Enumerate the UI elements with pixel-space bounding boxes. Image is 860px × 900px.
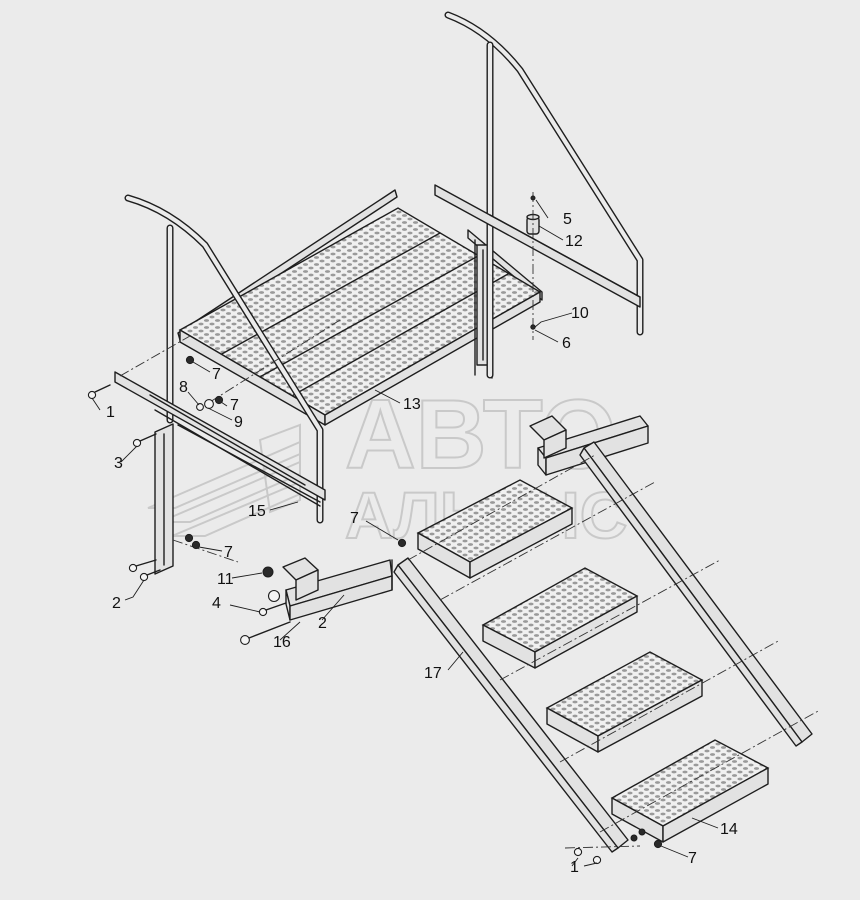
nut-11 [262, 566, 274, 578]
label-15: 15 [248, 503, 266, 520]
label-4: 4 [212, 595, 221, 612]
left-handrail [114, 194, 326, 524]
label-1-bottom: 1 [570, 859, 579, 876]
label-6: 6 [562, 335, 571, 352]
nut-7d [191, 540, 201, 550]
nut-7b [214, 395, 224, 405]
nut-7a [185, 355, 195, 365]
label-3: 3 [114, 455, 123, 472]
pin-5 [530, 195, 536, 201]
bolt-1-bottom-b [592, 855, 602, 865]
label-8: 8 [179, 379, 188, 396]
label-17: 17 [424, 665, 442, 682]
label-2-left: 2 [112, 595, 121, 612]
bolt-1-top [87, 384, 111, 400]
fasteners [87, 355, 663, 865]
step-2 [481, 567, 639, 669]
label-1-top: 1 [106, 404, 115, 421]
step-14 [610, 739, 770, 843]
right-handrail [434, 11, 644, 379]
washer-11 [267, 589, 281, 603]
step-3 [545, 651, 704, 753]
bolt-2a [128, 563, 138, 573]
stringer-17 [393, 557, 629, 853]
label-13: 13 [403, 396, 421, 413]
washer-9 [204, 399, 214, 409]
washer-8 [196, 403, 204, 411]
label-7a: 7 [212, 366, 221, 383]
bolt-1-bottom-a [573, 847, 583, 857]
label-5: 5 [563, 211, 572, 228]
label-7e: 7 [688, 850, 697, 867]
svg-text:АВТО: АВТО [345, 379, 616, 489]
step-1 [416, 479, 574, 579]
nut-6 [530, 324, 536, 330]
nut-7c [184, 533, 194, 543]
bolt-2b [139, 572, 149, 582]
stringer-right [579, 441, 813, 747]
callout-labels: 1 1 2 2 3 4 5 6 7 7 7 7 7 8 9 10 11 12 1… [106, 211, 738, 876]
leader-lines [91, 199, 719, 867]
label-11: 11 [217, 571, 234, 588]
label-9: 9 [234, 414, 243, 431]
stair-assembly [282, 415, 821, 853]
label-7b: 7 [230, 397, 239, 414]
label-12: 12 [565, 233, 583, 250]
label-10: 10 [571, 305, 589, 322]
bolt-4 [258, 607, 268, 617]
bracket-16 [282, 557, 393, 621]
nut-7e [397, 538, 407, 548]
label-7d: 7 [350, 510, 359, 527]
label-16: 16 [273, 634, 291, 651]
bracket-plate-3 [154, 423, 174, 575]
bolt-3 [132, 433, 157, 448]
bolt-16 [240, 635, 250, 645]
bushing-12 [526, 192, 540, 340]
label-7c: 7 [224, 544, 233, 561]
label-14: 14 [720, 821, 738, 838]
label-2-right: 2 [318, 615, 327, 632]
nut-7f [653, 839, 663, 849]
